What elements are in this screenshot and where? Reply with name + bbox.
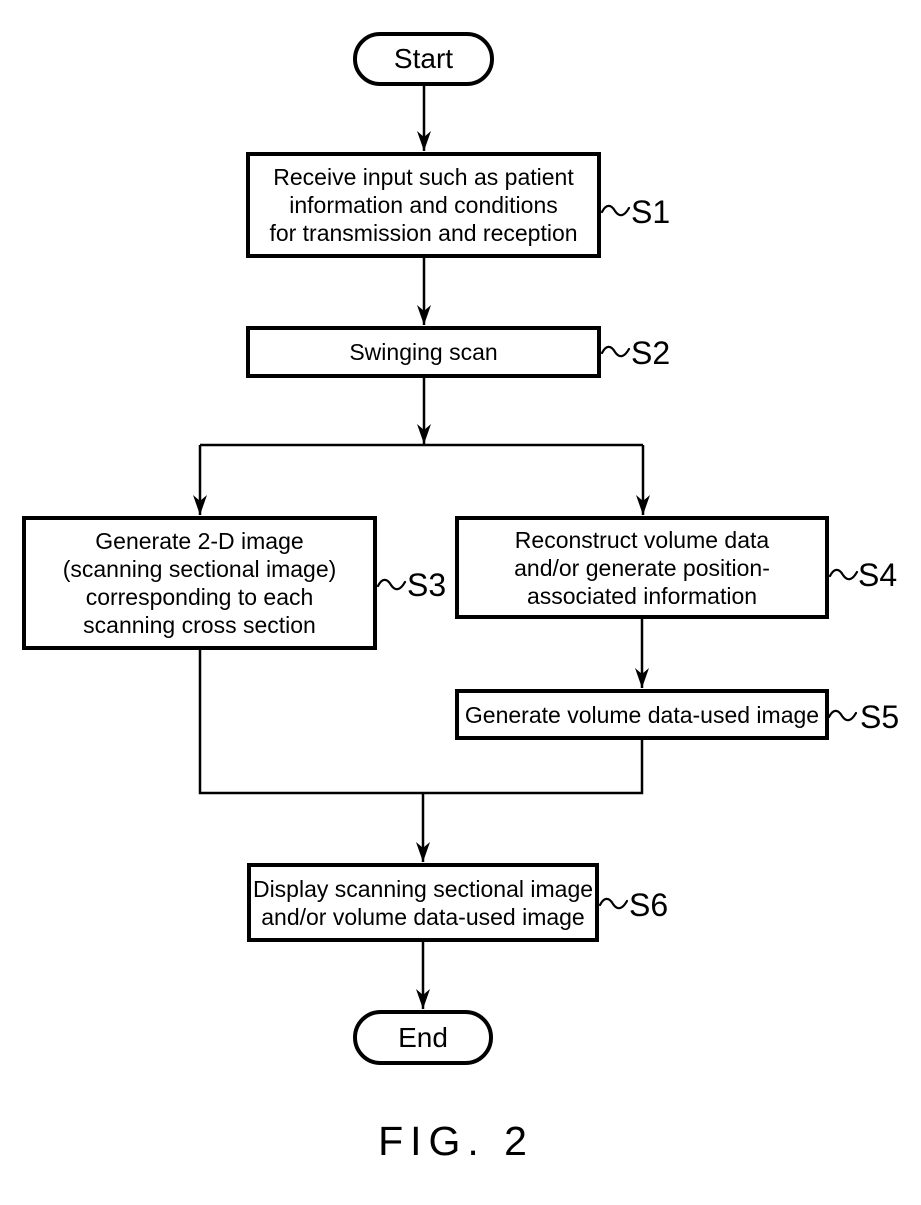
- tilde-connector-s6: [598, 897, 629, 910]
- step-label-s4: S4: [858, 557, 898, 593]
- step-box-s2: Swinging scan: [246, 326, 601, 378]
- step-text-line: for transmission and reception: [269, 220, 578, 246]
- step-label-s1: S1: [631, 194, 671, 230]
- start-label: Start: [393, 43, 454, 74]
- step-box-s5: Generate volume data-used image: [455, 689, 829, 740]
- end-label: End: [398, 1021, 448, 1053]
- tilde-connector-s4: [828, 568, 859, 581]
- step-box-s6: Display scanning sectional image and/or …: [247, 863, 599, 942]
- step-text-line: and/or volume data-used image: [261, 903, 585, 930]
- step-label-s3: S3: [407, 567, 447, 603]
- step-box-s4: Reconstruct volume data and/or generate …: [455, 516, 829, 619]
- step-text-line: associated information: [526, 582, 758, 609]
- step-text-line: scanning cross section: [83, 612, 316, 638]
- step-text-line: information and conditions: [289, 192, 558, 218]
- step-text-line: Display scanning sectional image: [252, 875, 594, 902]
- step-box-s3: Generate 2-D image (scanning sectional i…: [22, 516, 377, 650]
- step-label-s5: S5: [860, 699, 900, 735]
- step-box-s1: Receive input such as patient informatio…: [246, 152, 601, 258]
- tilde-connector-s5: [827, 709, 858, 722]
- step-text-line: corresponding to each: [85, 584, 314, 610]
- start-terminal: Start: [353, 32, 494, 86]
- end-terminal: End: [353, 1010, 493, 1065]
- tilde-connector-s2: [600, 345, 631, 358]
- step-text-line: Generate volume data-used image: [464, 701, 820, 728]
- step-text-line: Reconstruct volume data: [514, 526, 770, 553]
- step-text-line: Swinging scan: [349, 339, 498, 365]
- step-text-line: and/or generate position-: [514, 554, 770, 581]
- tilde-connector-s1: [600, 204, 631, 217]
- step-text-line: (scanning sectional image): [62, 556, 337, 582]
- step-label-s2: S2: [631, 335, 671, 371]
- tilde-connector-s3: [376, 578, 407, 591]
- figure-caption: FIG. 2: [378, 1118, 534, 1164]
- step-text-line: Generate 2-D image: [95, 528, 304, 554]
- step-label-s6: S6: [629, 887, 669, 923]
- merge-line: [198, 650, 644, 795]
- step-text-line: Receive input such as patient: [273, 164, 574, 190]
